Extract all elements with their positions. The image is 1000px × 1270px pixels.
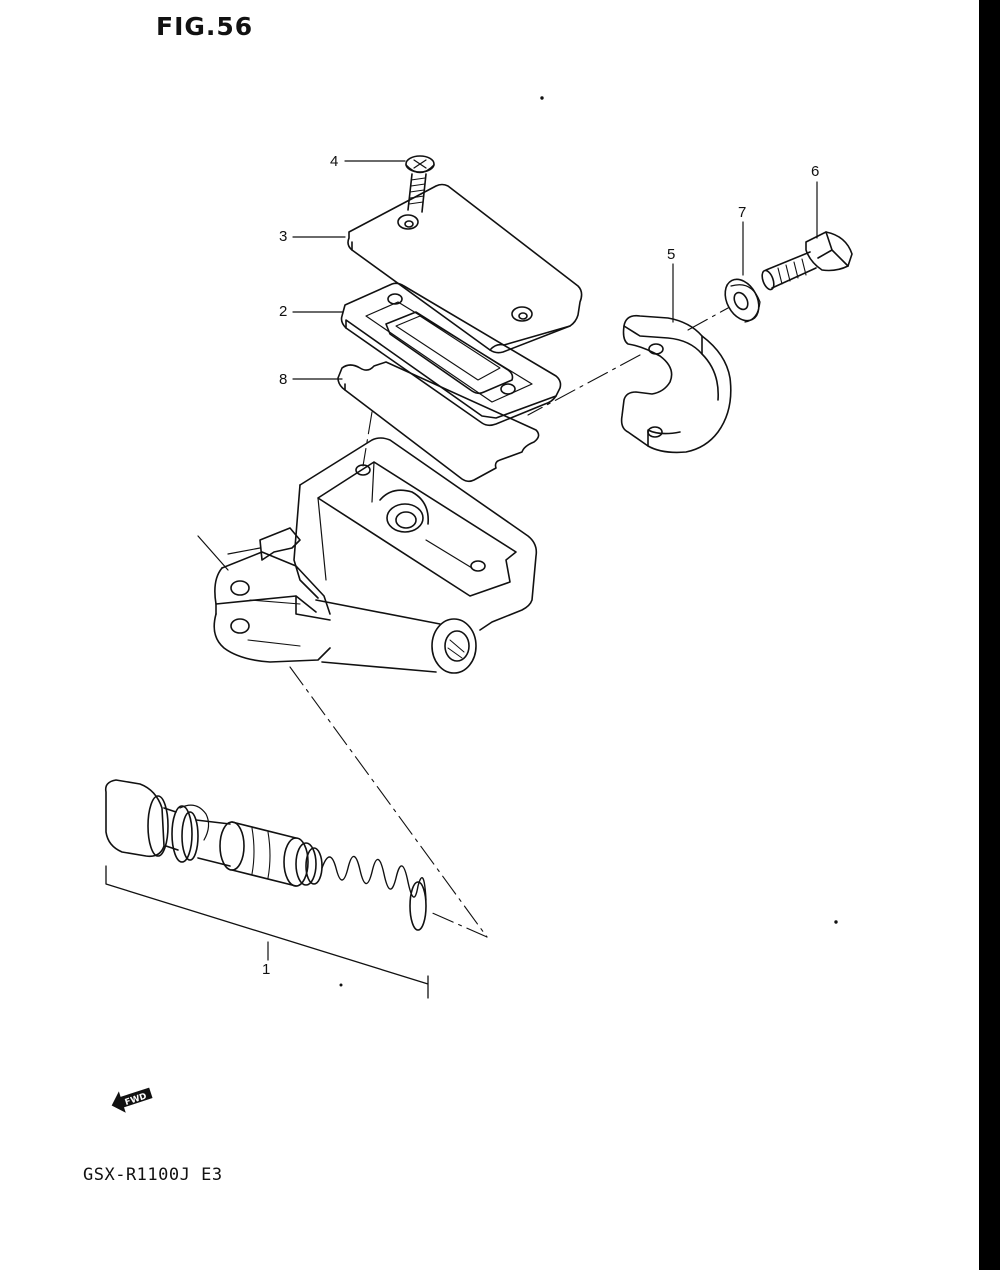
callout-7: 7 [738,204,747,221]
callout-3: 3 [279,228,288,245]
scan-edge-bar [979,0,1000,1270]
callout-8: 8 [279,371,288,388]
callout-2: 2 [279,303,288,320]
master-cylinder-body [197,437,538,674]
part-1-piston-kit [104,779,429,999]
callout-4: 4 [330,153,339,170]
part-6-bolt [761,231,853,291]
part-2-diaphragm [340,282,562,427]
part-4-screw [405,155,435,213]
model-code: GSX-R1100J E3 [83,1165,223,1185]
part-8-plate [337,361,540,483]
callout-5: 5 [667,246,676,263]
part-3-cap [347,183,583,354]
fwd-label: FWD [124,1092,148,1108]
callout-6: 6 [811,163,820,180]
leader-lines [292,160,818,380]
figure-title: FIG.56 [156,12,254,41]
part-5-clamp [620,314,732,454]
fwd-arrow-icon: FWD [111,1087,153,1113]
callout-1: 1 [262,961,271,978]
part-7-washer [724,278,761,323]
alignment-lines [289,307,729,938]
